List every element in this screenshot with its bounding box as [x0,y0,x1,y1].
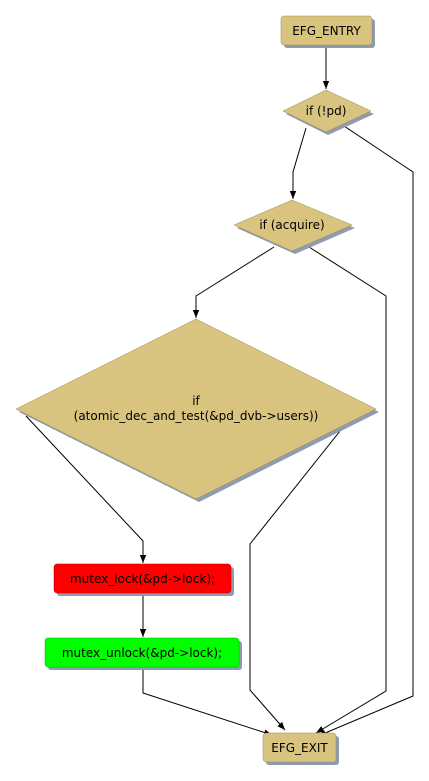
edge-if-acquire-to-if-atomic [192,246,275,318]
entry-node: EFG_ENTRY [280,15,375,48]
edge-mutex-unlock-to-exit [142,670,273,736]
if-atomic-node: if (atomic_dec_and_test(&pd_dvb->users)) [15,318,379,502]
mutex-unlock-node: mutex_unlock(&pd->lock); [44,637,242,670]
edge-if-atomic-to-mutex-lock [25,415,147,563]
if-atomic-node-label-line2: (atomic_dec_and_test(&pd_dvb->users)) [74,409,319,423]
if-pd-node: if (!pd) [282,89,374,135]
edge-if-pd-to-exit [317,125,414,737]
edges [25,46,414,737]
exit-node-label: EFG_EXIT [271,741,328,755]
if-pd-node-label: if (!pd) [306,104,347,118]
mutex-unlock-node-box [44,637,240,668]
mutex-lock-node-label: mutex_lock(&pd->lock); [70,572,215,586]
if-pd-node-diamond [282,89,372,133]
if-acquire-node-label: if (acquire) [259,218,324,232]
if-atomic-node-diamond [15,318,377,500]
entry-node-label: EFG_ENTRY [292,24,361,38]
if-acquire-node: if (acquire) [233,199,355,254]
edge-if-pd-to-if-acquire [289,127,307,199]
if-acquire-node-diamond [233,199,353,252]
mutex-lock-node: mutex_lock(&pd->lock); [53,563,234,596]
exit-node: EFG_EXIT [262,732,339,765]
entry-node-box [280,15,373,46]
edge-if-atomic-to-exit [249,415,353,731]
mutex-unlock-node-label: mutex_unlock(&pd->lock); [62,646,222,660]
edge-if-acquire-to-exit [308,246,387,734]
mutex-lock-node-box [53,563,232,594]
exit-node-box [262,732,337,763]
if-atomic-node-label-line1: if [192,394,200,408]
